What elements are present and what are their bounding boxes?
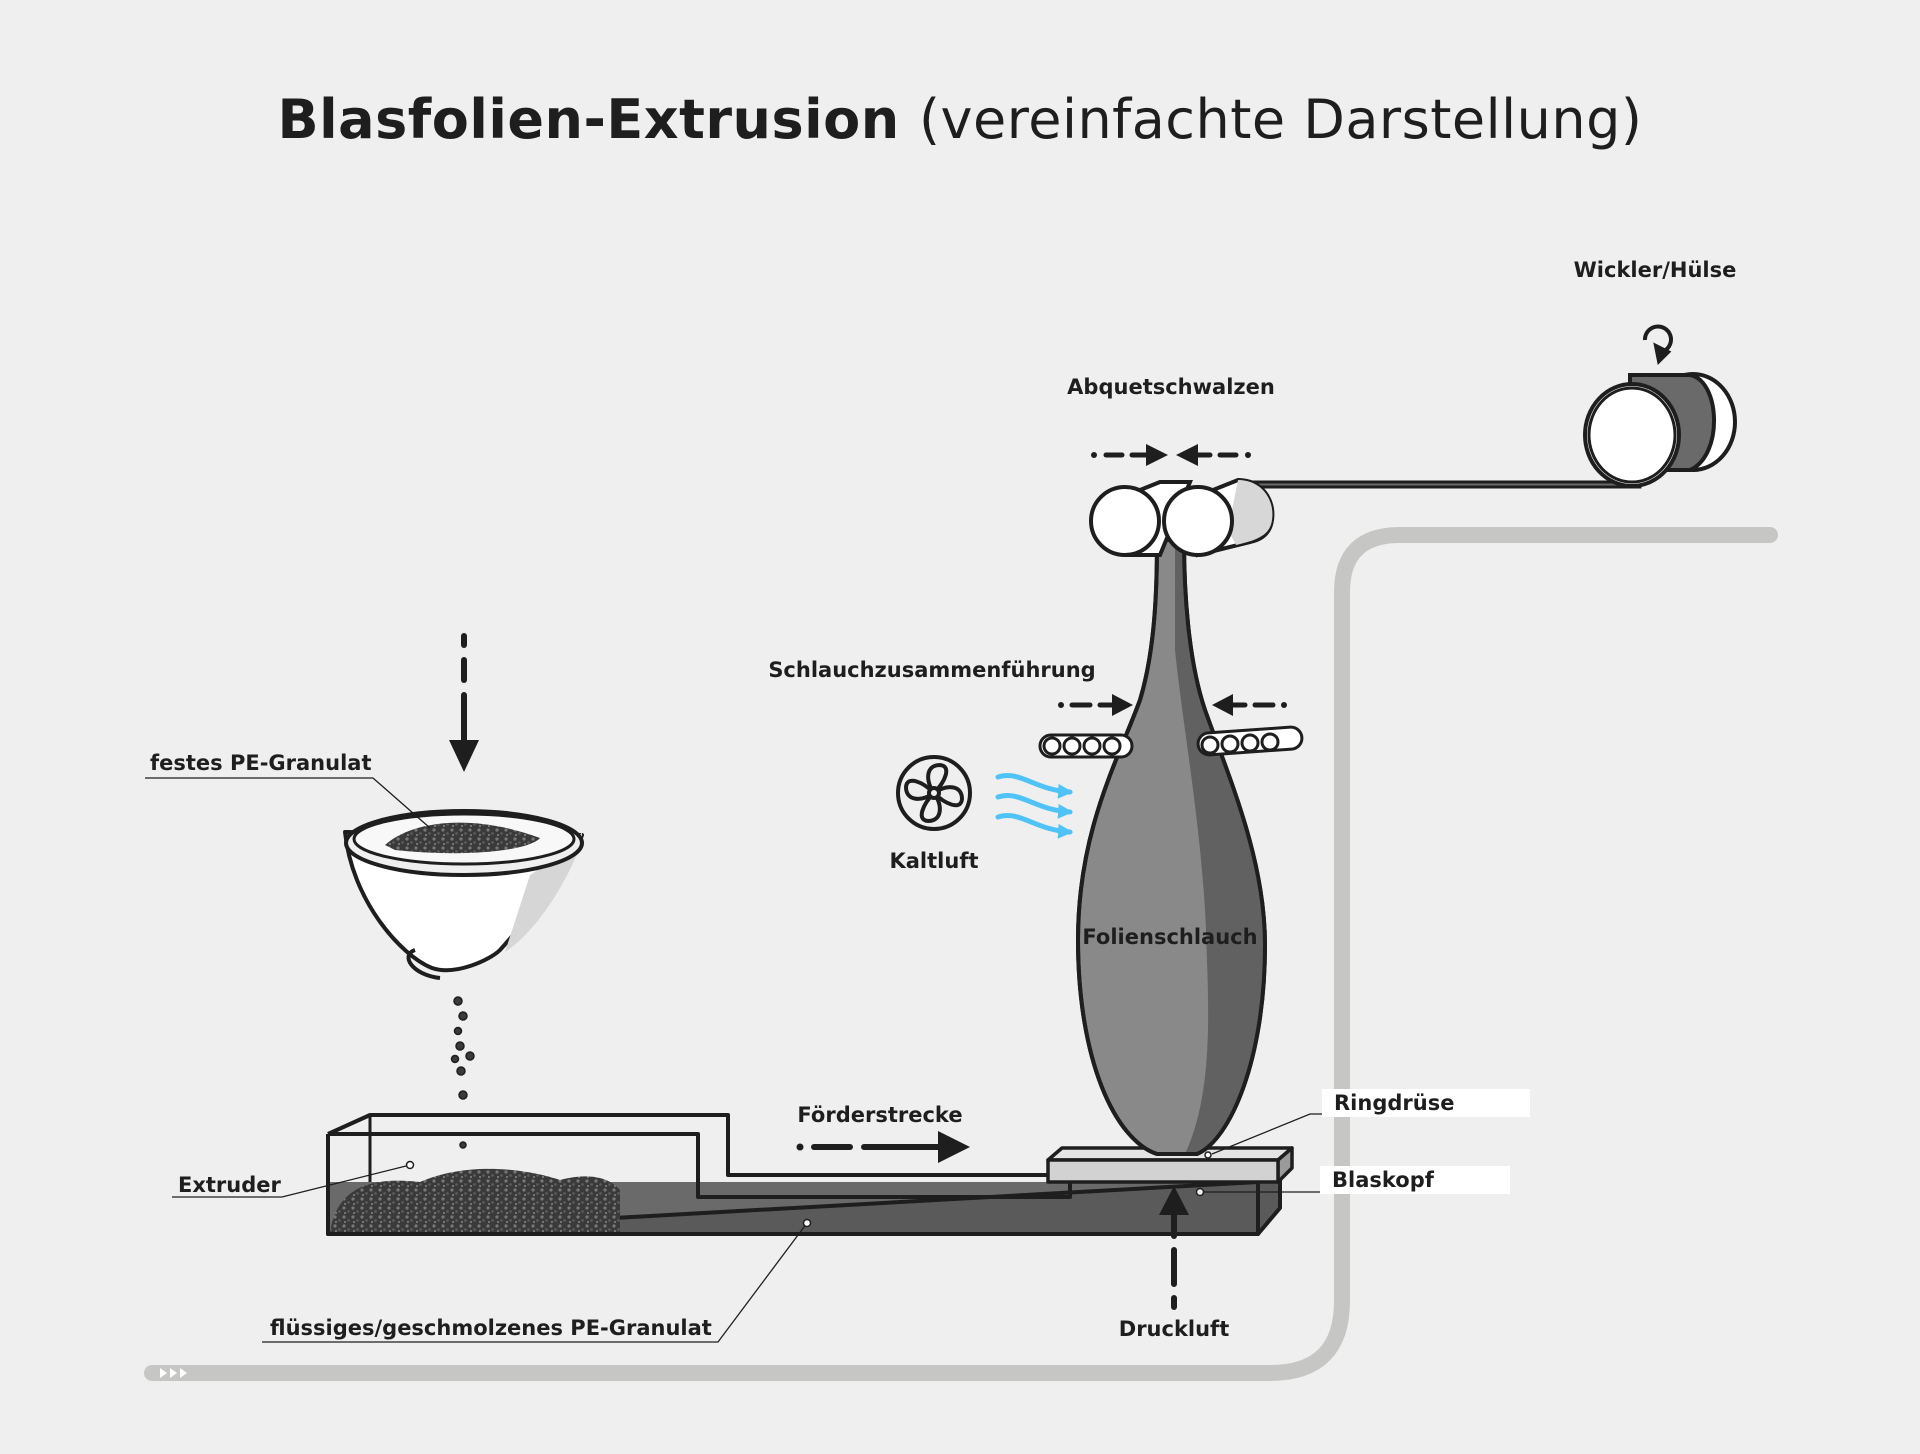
nip-rolls: [1089, 477, 1275, 558]
rotate-icon: [1642, 324, 1673, 366]
label-film-tube: Folienschlauch: [1082, 925, 1258, 949]
conveying-arrow-icon: [796, 1131, 970, 1163]
label-granulate: festes PE-Granulat: [150, 751, 372, 775]
fan-icon: [896, 755, 972, 831]
falling-granules: [450, 996, 475, 1149]
film-tube: [1076, 538, 1267, 1156]
film-web: [1243, 480, 1642, 489]
process-track: [144, 527, 1778, 1381]
extruder: [326, 1113, 1282, 1236]
label-blow-head: Blaskopf: [1320, 1166, 1510, 1194]
ring-die: [1046, 1146, 1294, 1184]
tube-merge-arrows-icon: [1058, 694, 1287, 716]
title-sub: (vereinfachte Darstellung): [918, 88, 1643, 151]
label-extruder: Extruder: [178, 1173, 281, 1197]
label-melt: flüssiges/geschmolzenes PE-Granulat: [270, 1316, 712, 1340]
leader-dots: [405, 1151, 1212, 1228]
compressed-air-arrow-icon: [1159, 1186, 1189, 1310]
label-tube-merge: Schlauchzusammenführung: [768, 658, 1096, 682]
leader-lines: [145, 777, 1460, 1343]
guide-rollers-right: [1196, 725, 1304, 757]
nip-arrows-icon: [1091, 444, 1251, 466]
label-conveying: Förderstrecke: [797, 1103, 963, 1127]
title-main: Blasfolien-Extrusion: [277, 88, 900, 151]
winder-roll: [1583, 372, 1737, 488]
label-cold-air: Kaltluft: [889, 849, 979, 873]
label-ring-die: Ringdrüse: [1322, 1089, 1531, 1117]
diagram-title: Blasfolien-Extrusion (vereinfachte Darst…: [0, 88, 1920, 151]
cold-air-flow-icon: [995, 773, 1073, 839]
progress-chevrons-icon: [160, 1368, 187, 1378]
label-winder: Wickler/Hülse: [1573, 258, 1737, 282]
guide-rollers-left: [1038, 733, 1134, 759]
feed-arrow-icon: [449, 633, 479, 772]
label-compressed-air: Druckluft: [1118, 1317, 1230, 1341]
hopper: [343, 809, 584, 980]
label-nip-rolls: Abquetschwalzen: [1067, 375, 1275, 399]
